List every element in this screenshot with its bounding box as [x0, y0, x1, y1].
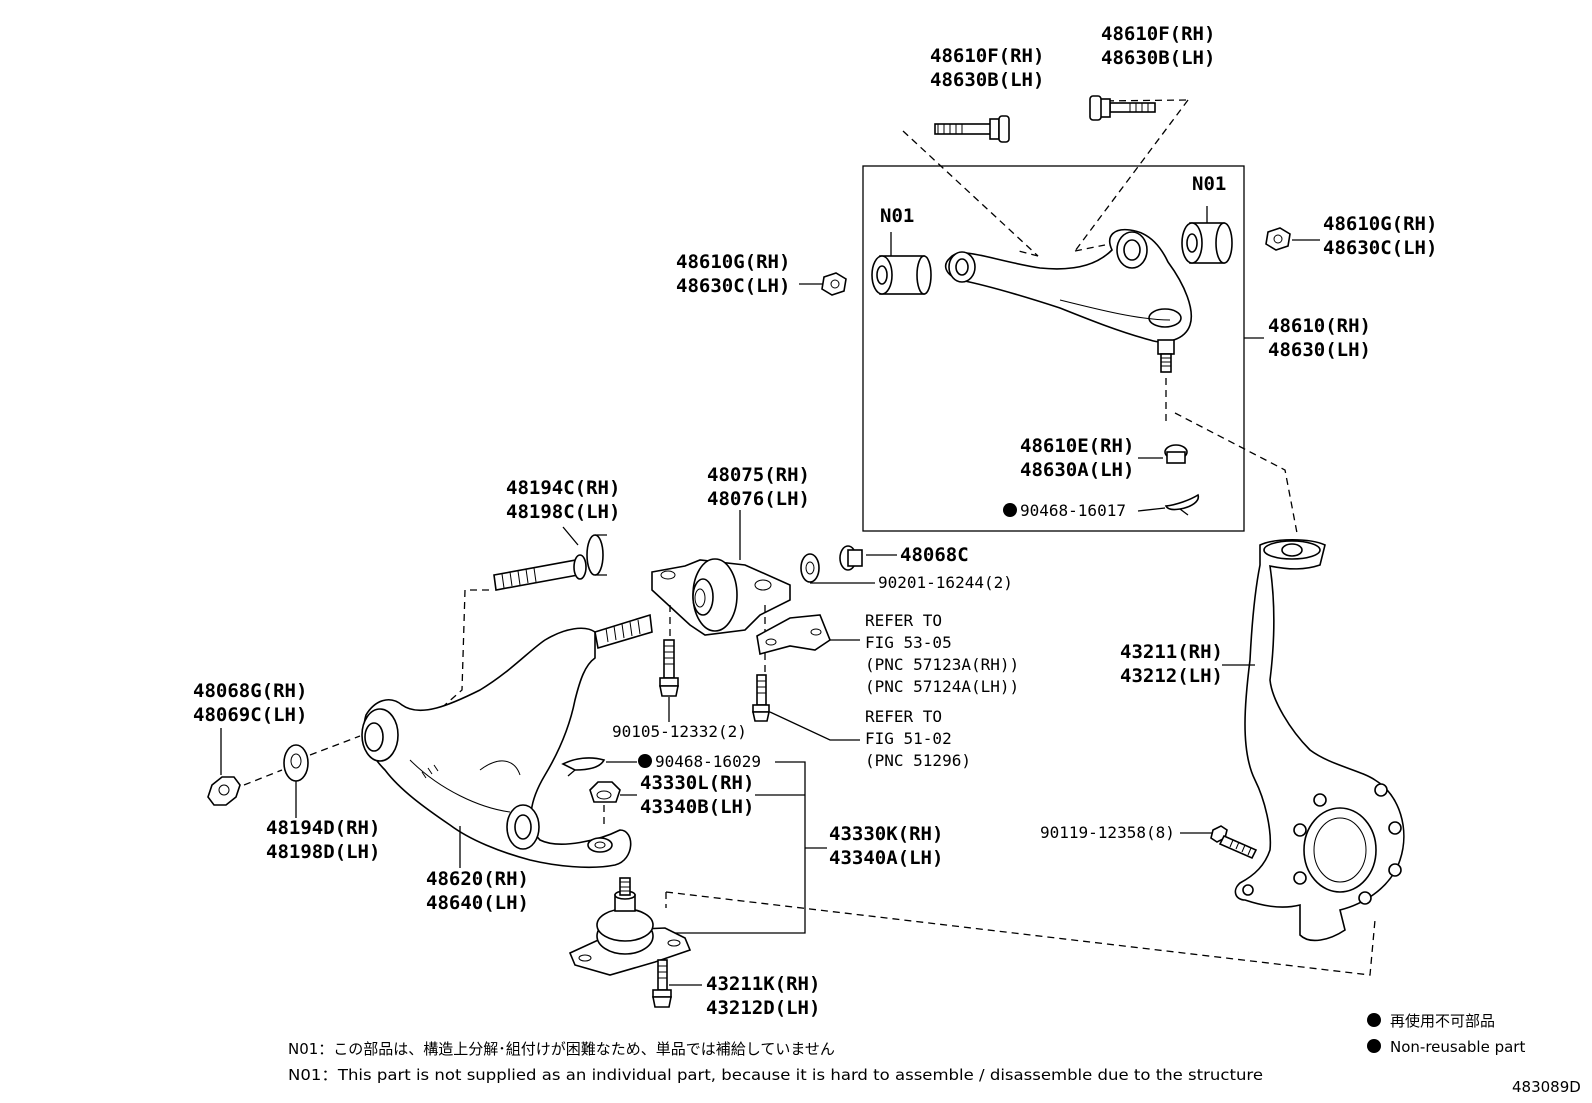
knuckle-hub-bolt — [1210, 825, 1258, 860]
upper-arm-nut — [1164, 444, 1188, 464]
bump-stopper — [839, 545, 863, 571]
figure-id: 483089D — [1512, 1078, 1581, 1096]
cam-nut-lh-label: 48069C(LH) — [193, 704, 307, 726]
ball-joint-bolt-lh-label: 43212D(LH) — [706, 997, 820, 1019]
legend-jp: 再使用不可部品 — [1390, 1012, 1495, 1030]
cam-bolt-lh-label: 48198C(LH) — [506, 501, 620, 523]
hub-bolt-label: 90119-12358(8) — [1040, 823, 1175, 842]
bolt-a-guide — [902, 130, 1039, 257]
cam-bolt-rh-label: 48194C(RH) — [506, 477, 620, 499]
pivot-nut-left-lh-label: 48630C(LH) — [676, 275, 790, 297]
ball-joint-bolt — [652, 959, 672, 1008]
knuckle-lh-label: 43212(LH) — [1120, 665, 1223, 687]
refer2-line3: (PNC 51296) — [865, 751, 971, 770]
lower-arm-bushing — [651, 558, 791, 636]
legend-en: Non-reusable part — [1390, 1038, 1525, 1056]
bolt-b-guide — [1074, 99, 1189, 252]
lower-arm-lh-label: 48640(LH) — [426, 892, 529, 914]
washer — [800, 553, 820, 583]
cam-plate-rh-label: 48194D(RH) — [266, 817, 380, 839]
pivot-nut-left-rh-label: 48610G(RH) — [676, 251, 790, 273]
cam-nut — [207, 776, 241, 806]
bracket-bolt — [752, 674, 770, 722]
refer2-line2: FIG 51-02 — [865, 729, 952, 748]
knuckle-rh-label: 43211(RH) — [1120, 641, 1223, 663]
refer1-line2: FIG 53-05 — [865, 633, 952, 652]
stopper-label: 48068C — [900, 544, 969, 566]
ball-joint-lh-label: 43340A(LH) — [829, 847, 943, 869]
n01-left-label: N01 — [880, 205, 914, 227]
lower-control-arm — [361, 613, 653, 869]
ball-joint-knuckle-guide — [665, 891, 1376, 976]
cam-nut-rh-label: 48068G(RH) — [193, 680, 307, 702]
pivot-nut-right-rh-label: 48610G(RH) — [1323, 213, 1437, 235]
upper-arm-bushing-left — [871, 232, 932, 295]
ball-joint-castle-nut — [589, 781, 621, 803]
upper-arm-bolt-a-lh-label: 48630B(LH) — [930, 69, 1044, 91]
refer1-line1: REFER TO — [865, 611, 942, 630]
upper-arm-bolt-a-rh-label: 48610F(RH) — [930, 45, 1044, 67]
upper-arm-nut-lh-label: 48630A(LH) — [1020, 459, 1134, 481]
bracket — [756, 614, 831, 655]
ball-joint-bolt-rh-label: 43211K(RH) — [706, 973, 820, 995]
non-reusable-marker-la-pin — [638, 754, 652, 768]
upper-arm-bolt-b-rh-label: 48610F(RH) — [1101, 23, 1215, 45]
pivot-nut-right-lh-label: 48630C(LH) — [1323, 237, 1437, 259]
upper-arm-cotter-pin — [1164, 493, 1200, 516]
upper-control-arm — [944, 228, 1192, 373]
refer1-line3: (PNC 57123A(RH)) — [865, 655, 1019, 674]
cam-plate — [283, 744, 309, 782]
upper-arm-rh-label: 48610(RH) — [1268, 315, 1371, 337]
refer1-line4: (PNC 57124A(LH)) — [865, 677, 1019, 696]
castle-nut-lh-label: 43340B(LH) — [640, 796, 754, 818]
upper-arm-pin-label: 90468-16017 — [1020, 501, 1126, 520]
upper-arm-lh-label: 48630(LH) — [1268, 339, 1371, 361]
upper-arm-nut-rh-label: 48610E(RH) — [1020, 435, 1134, 457]
upper-arm-bolt-b-lh-label: 48630B(LH) — [1101, 47, 1215, 69]
lower-arm-cotter-pin — [561, 757, 606, 777]
legend-dot-jp — [1367, 1013, 1381, 1027]
bushing-lh-label: 48076(LH) — [707, 488, 810, 510]
cam-bolt-guide — [429, 589, 489, 719]
upper-arm-pivot-nut-left — [821, 272, 847, 296]
bushing-rh-label: 48075(RH) — [707, 464, 810, 486]
lower-arm-cam-bolt — [493, 534, 607, 591]
upper-arm-group-frame — [862, 165, 1245, 532]
upper-arm-bolt-a — [934, 115, 1010, 143]
lower-ball-joint — [568, 877, 692, 976]
bushing-bolt-label: 90105-12332(2) — [612, 722, 747, 741]
steering-knuckle — [1234, 539, 1405, 942]
note-jp: N01：この部品は、構造上分解･組付けが困難なため、単品では補給していません — [288, 1040, 835, 1058]
refer2-line1: REFER TO — [865, 707, 942, 726]
castle-nut-rh-label: 43330L(RH) — [640, 772, 754, 794]
ball-joint-rh-label: 43330K(RH) — [829, 823, 943, 845]
lower-arm-rh-label: 48620(RH) — [426, 868, 529, 890]
legend-dot-en — [1367, 1039, 1381, 1053]
non-reusable-marker-ua-pin — [1003, 503, 1017, 517]
cam-plate-lh-label: 48198D(LH) — [266, 841, 380, 863]
lower-arm-pin-label: 90468-16029 — [655, 752, 761, 771]
upper-arm-bushing-right — [1181, 206, 1233, 264]
upper-arm-pivot-nut-right — [1265, 227, 1291, 251]
note-en: N01：This part is not supplied as an indi… — [288, 1066, 1263, 1084]
lower-arm-bushing-bolt — [659, 639, 679, 697]
n01-right-label: N01 — [1192, 173, 1226, 195]
upper-arm-bolt-b — [1089, 95, 1156, 121]
ball-stud-knuckle-guide — [1174, 412, 1298, 534]
washer-label: 90201-16244(2) — [878, 573, 1013, 592]
